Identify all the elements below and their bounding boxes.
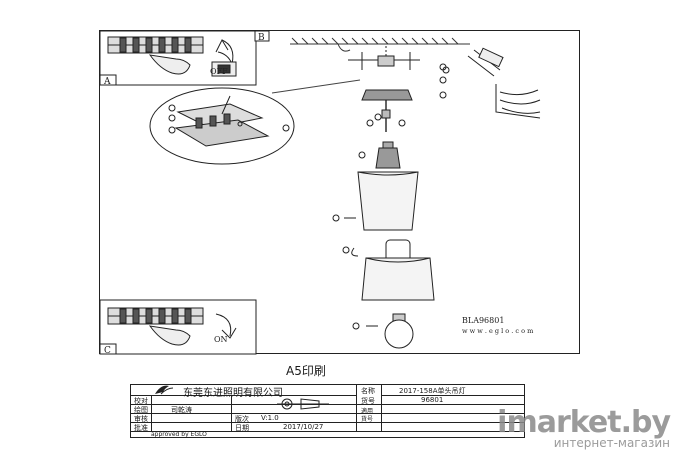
tb-rule [131, 395, 356, 396]
tb-rule [151, 395, 152, 431]
lower-shade [342, 239, 435, 301]
version-label: 版次 [235, 415, 249, 423]
watermark-subtitle: интернет-магазин [553, 436, 670, 450]
watermark-brand: imarket.by [497, 405, 671, 440]
inset-a-switch-off [99, 30, 270, 86]
item-value: 96801 [421, 396, 444, 404]
name-label: 名称 [361, 387, 375, 395]
tb-rule [381, 395, 524, 396]
tb-rule [131, 431, 524, 432]
terminal-detail-zoom [149, 87, 295, 165]
applies-label: 適用 [361, 408, 374, 415]
drawn-by-value: 司乾涛 [171, 406, 192, 414]
wire-detail [442, 47, 541, 119]
tb-rule [131, 413, 524, 414]
item-label: 货号 [361, 397, 375, 405]
date-value: 2017/10/27 [283, 423, 324, 431]
zoom-leader-line [271, 79, 361, 94]
projection-symbol [277, 398, 329, 410]
step-a-label: A [103, 77, 111, 87]
website: w w w . e g l o . c o m [462, 327, 533, 335]
bulb [352, 313, 414, 349]
row-label-approve: 批准 [134, 424, 148, 432]
print-format-title: A5印刷 [286, 364, 326, 378]
tb-rule [231, 395, 232, 431]
ceiling [290, 37, 470, 52]
model-number: BLA96801 [462, 316, 504, 325]
date-label: 日期 [235, 424, 249, 432]
tb-rule [131, 422, 524, 423]
inset-c-switch-on [99, 299, 257, 355]
off-label: OFF [210, 67, 228, 76]
name-value: 2017-158A单头吊灯 [399, 387, 466, 395]
site-watermark: imarket.by интернет-магазин [497, 405, 671, 450]
canopy [361, 89, 413, 132]
tb-rule [381, 385, 382, 431]
row-label-check: 校对 [134, 397, 148, 405]
version-value: V:1.0 [261, 414, 279, 422]
socket [358, 119, 406, 169]
applies-label-2: 貨号 [361, 416, 374, 423]
row-label-review: 审核 [134, 415, 148, 423]
upper-shade [332, 171, 419, 231]
step-c-label: C [104, 346, 111, 356]
approved-note: approved by EGLO [151, 431, 207, 438]
row-label-drawn: 绘图 [134, 406, 148, 414]
step-b-label: B [258, 33, 265, 43]
company-name: 东莞东进照明有限公司 [183, 388, 283, 399]
title-block: 东莞东进照明有限公司 校对 绘图 审核 批准 司乾涛 版次 V:1.0 日期 2… [130, 384, 525, 438]
company-logo [155, 385, 174, 395]
tb-rule [356, 385, 357, 431]
on-label: ON [214, 335, 228, 344]
